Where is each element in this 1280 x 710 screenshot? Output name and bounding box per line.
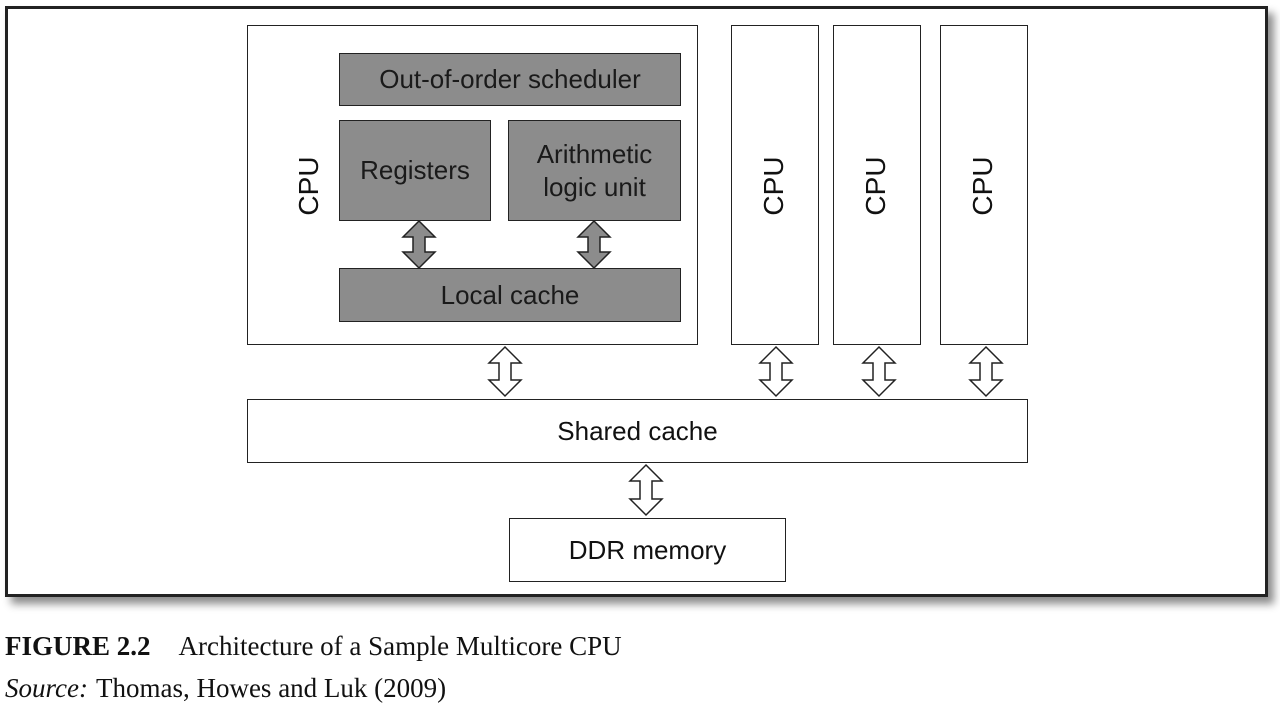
source-text: Thomas, Howes and Luk (2009) xyxy=(95,673,447,703)
local-cache-box: Local cache xyxy=(339,268,681,322)
registers-label: Registers xyxy=(360,155,470,186)
figure-number: FIGURE 2.2 xyxy=(5,631,151,661)
alu-box: Arithmetic logic unit xyxy=(508,120,681,221)
alu-label-line1: Arithmetic xyxy=(536,139,653,169)
registers-cache-arrow xyxy=(401,219,437,270)
scheduler-label: Out-of-order scheduler xyxy=(379,64,641,95)
cpu-core-2 xyxy=(731,25,819,345)
figure-caption: FIGURE 2.2 Architecture of a Sample Multi… xyxy=(5,631,622,662)
main-cpu-shared-arrow xyxy=(487,345,523,398)
cpu-core-3 xyxy=(833,25,921,345)
alu-cache-arrow xyxy=(576,219,612,270)
ddr-memory-box: DDR memory xyxy=(509,518,786,582)
ddr-memory-label: DDR memory xyxy=(568,534,727,565)
core4-shared-arrow xyxy=(968,345,1004,398)
source-label: Source: xyxy=(5,673,88,703)
alu-label-line2: logic unit xyxy=(543,171,646,202)
figure-source: Source:Thomas, Howes and Luk (2009) xyxy=(5,673,446,704)
registers-box: Registers xyxy=(339,120,491,221)
core3-shared-arrow xyxy=(861,345,897,398)
core2-shared-arrow xyxy=(758,345,794,398)
shared-memory-arrow xyxy=(628,463,664,517)
cpu-core-4 xyxy=(940,25,1028,345)
shared-cache-box: Shared cache xyxy=(247,399,1028,463)
figure-title: Architecture of a Sample Multicore CPU xyxy=(178,631,622,661)
scheduler-box: Out-of-order scheduler xyxy=(339,53,681,106)
local-cache-label: Local cache xyxy=(440,279,580,310)
shared-cache-label: Shared cache xyxy=(557,415,718,446)
